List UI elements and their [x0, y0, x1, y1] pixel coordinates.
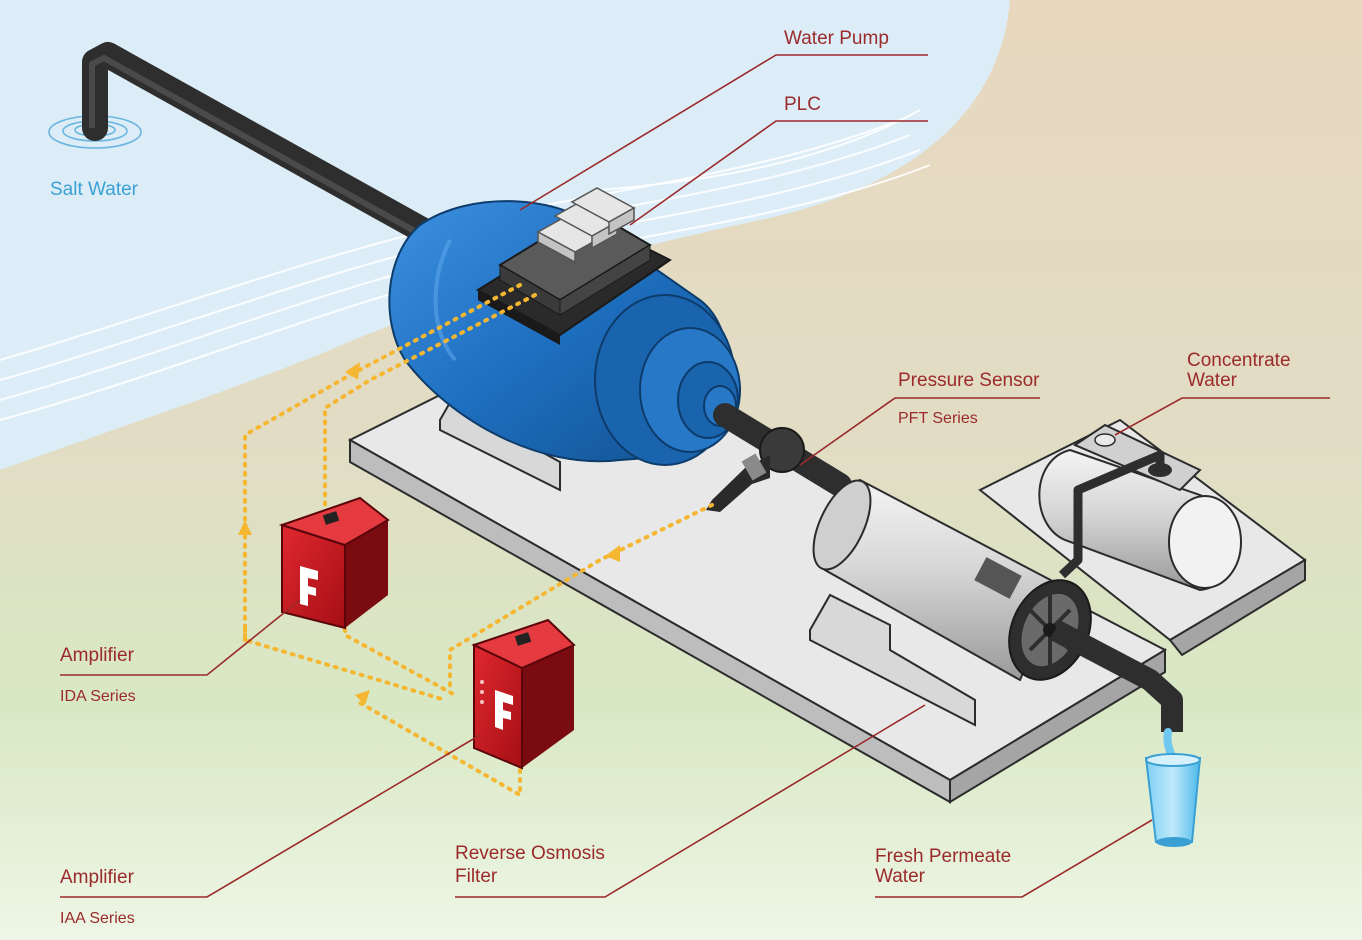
amplifier-iaa-unit	[471, 618, 576, 770]
f-logo-icon	[495, 690, 513, 730]
amplifier-ida-series-label: IDA Series	[60, 688, 136, 705]
fresh-water-label-line2: Water	[875, 866, 925, 887]
amplifier-ida-unit	[278, 496, 390, 630]
signal-arrows	[238, 362, 620, 705]
pressure-sensor-label: Pressure Sensor	[898, 370, 1040, 391]
filter-feet	[809, 593, 976, 727]
pressure-sensor-series-label: PFT Series	[898, 410, 978, 427]
ro-filter-label-line1: Reverse Osmosis	[455, 843, 605, 864]
reverse-osmosis-filter	[812, 478, 1092, 682]
concentrate-water-label-line1: Concentrate	[1187, 350, 1291, 371]
signal-paths	[243, 283, 714, 799]
fresh-water-label-line1: Fresh Permeate	[875, 846, 1012, 867]
concentrate-water-label-line2: Water	[1187, 370, 1237, 391]
concentrate-tank	[1038, 423, 1242, 592]
outlet-pipe	[1049, 620, 1183, 732]
pressure-sensor	[706, 427, 805, 512]
fresh-water-glass	[1144, 753, 1202, 847]
plc-unit	[476, 187, 672, 345]
ro-filter-label-line2: Filter	[455, 866, 498, 887]
intake-pipe	[82, 42, 453, 253]
water-pump-label: Water Pump	[784, 28, 889, 49]
amplifier-iaa-series-label: IAA Series	[60, 910, 135, 927]
salt-water-label: Salt Water	[50, 179, 138, 200]
plc-label: PLC	[784, 94, 821, 115]
leader-lines	[60, 54, 1330, 898]
f-logo-icon	[300, 566, 318, 606]
amplifier-iaa-label: Amplifier	[60, 867, 134, 888]
amplifier-ida-label: Amplifier	[60, 645, 134, 666]
